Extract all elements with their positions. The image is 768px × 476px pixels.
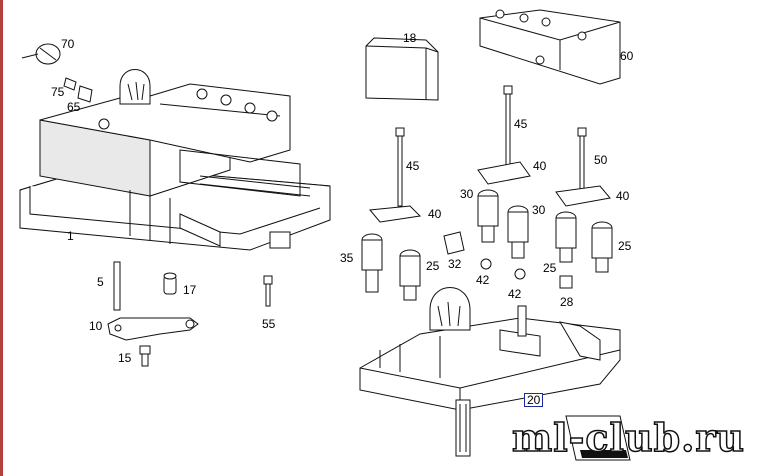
label-part-5[interactable]: 5 bbox=[97, 275, 104, 289]
label-part-55[interactable]: 55 bbox=[262, 317, 276, 331]
label-part-28[interactable]: 28 bbox=[560, 295, 574, 309]
label-part-30-a[interactable]: 30 bbox=[460, 187, 474, 201]
watermark-flag-icon bbox=[565, 415, 631, 461]
label-part-25-b[interactable]: 25 bbox=[543, 261, 557, 275]
label-part-20-selected[interactable]: 20 bbox=[524, 393, 544, 407]
part-55-bolt bbox=[263, 275, 273, 307]
part-35-solenoid bbox=[361, 233, 383, 293]
label-part-18[interactable]: 18 bbox=[403, 31, 417, 45]
valve-body-assembly-left bbox=[19, 69, 331, 251]
watermark-text: ml-club.ru bbox=[511, 415, 746, 460]
label-part-35[interactable]: 35 bbox=[340, 251, 354, 265]
part-32-connector bbox=[443, 231, 465, 255]
label-part-32[interactable]: 32 bbox=[448, 257, 462, 271]
part-60-cover-plate bbox=[479, 9, 621, 85]
label-part-17[interactable]: 17 bbox=[183, 283, 197, 297]
part-45-bolt-left bbox=[395, 127, 405, 207]
part-40-bracket-c bbox=[555, 185, 611, 207]
part-25-solenoid-c bbox=[591, 221, 613, 273]
label-part-75[interactable]: 75 bbox=[51, 85, 65, 99]
label-part-30-b[interactable]: 30 bbox=[532, 203, 546, 217]
label-part-40-c[interactable]: 40 bbox=[616, 189, 630, 203]
label-part-70[interactable]: 70 bbox=[61, 37, 75, 51]
part-20-housing bbox=[359, 287, 621, 457]
part-18-cover bbox=[365, 37, 439, 101]
part-15-bolt bbox=[139, 345, 151, 367]
label-part-25-c[interactable]: 25 bbox=[618, 239, 632, 253]
part-50-bolt bbox=[577, 127, 587, 193]
part-30-solenoid-a bbox=[477, 189, 499, 243]
label-part-15[interactable]: 15 bbox=[118, 351, 132, 365]
part-17-plug bbox=[163, 272, 177, 295]
part-40-bracket-b bbox=[477, 161, 531, 185]
label-part-1[interactable]: 1 bbox=[67, 229, 74, 243]
part-25-solenoid-a bbox=[399, 249, 421, 301]
frame-left-edge bbox=[0, 0, 3, 476]
part-40-bracket-a bbox=[369, 205, 422, 223]
label-part-45-center[interactable]: 45 bbox=[514, 117, 528, 131]
part-28-clip bbox=[559, 275, 573, 289]
label-part-60[interactable]: 60 bbox=[620, 49, 634, 63]
part-30-solenoid-b bbox=[507, 205, 529, 259]
label-part-42-b[interactable]: 42 bbox=[508, 287, 522, 301]
part-75-65-clip bbox=[63, 77, 93, 103]
part-25-solenoid-b bbox=[555, 211, 577, 263]
label-part-65[interactable]: 65 bbox=[67, 100, 81, 114]
label-part-10[interactable]: 10 bbox=[89, 319, 103, 333]
label-part-45-left[interactable]: 45 bbox=[406, 159, 420, 173]
label-part-42-a[interactable]: 42 bbox=[476, 273, 490, 287]
part-10-lever bbox=[107, 317, 199, 341]
part-42-nut-a bbox=[480, 258, 492, 270]
label-part-25-a[interactable]: 25 bbox=[426, 259, 440, 273]
part-45-bolt-center bbox=[503, 85, 513, 175]
part-5-pin bbox=[113, 261, 121, 311]
part-42-nut-b bbox=[514, 268, 526, 280]
label-part-50[interactable]: 50 bbox=[594, 153, 608, 167]
label-part-40-b[interactable]: 40 bbox=[533, 159, 547, 173]
label-part-40-a[interactable]: 40 bbox=[428, 207, 442, 221]
part-70-cap bbox=[21, 43, 61, 65]
